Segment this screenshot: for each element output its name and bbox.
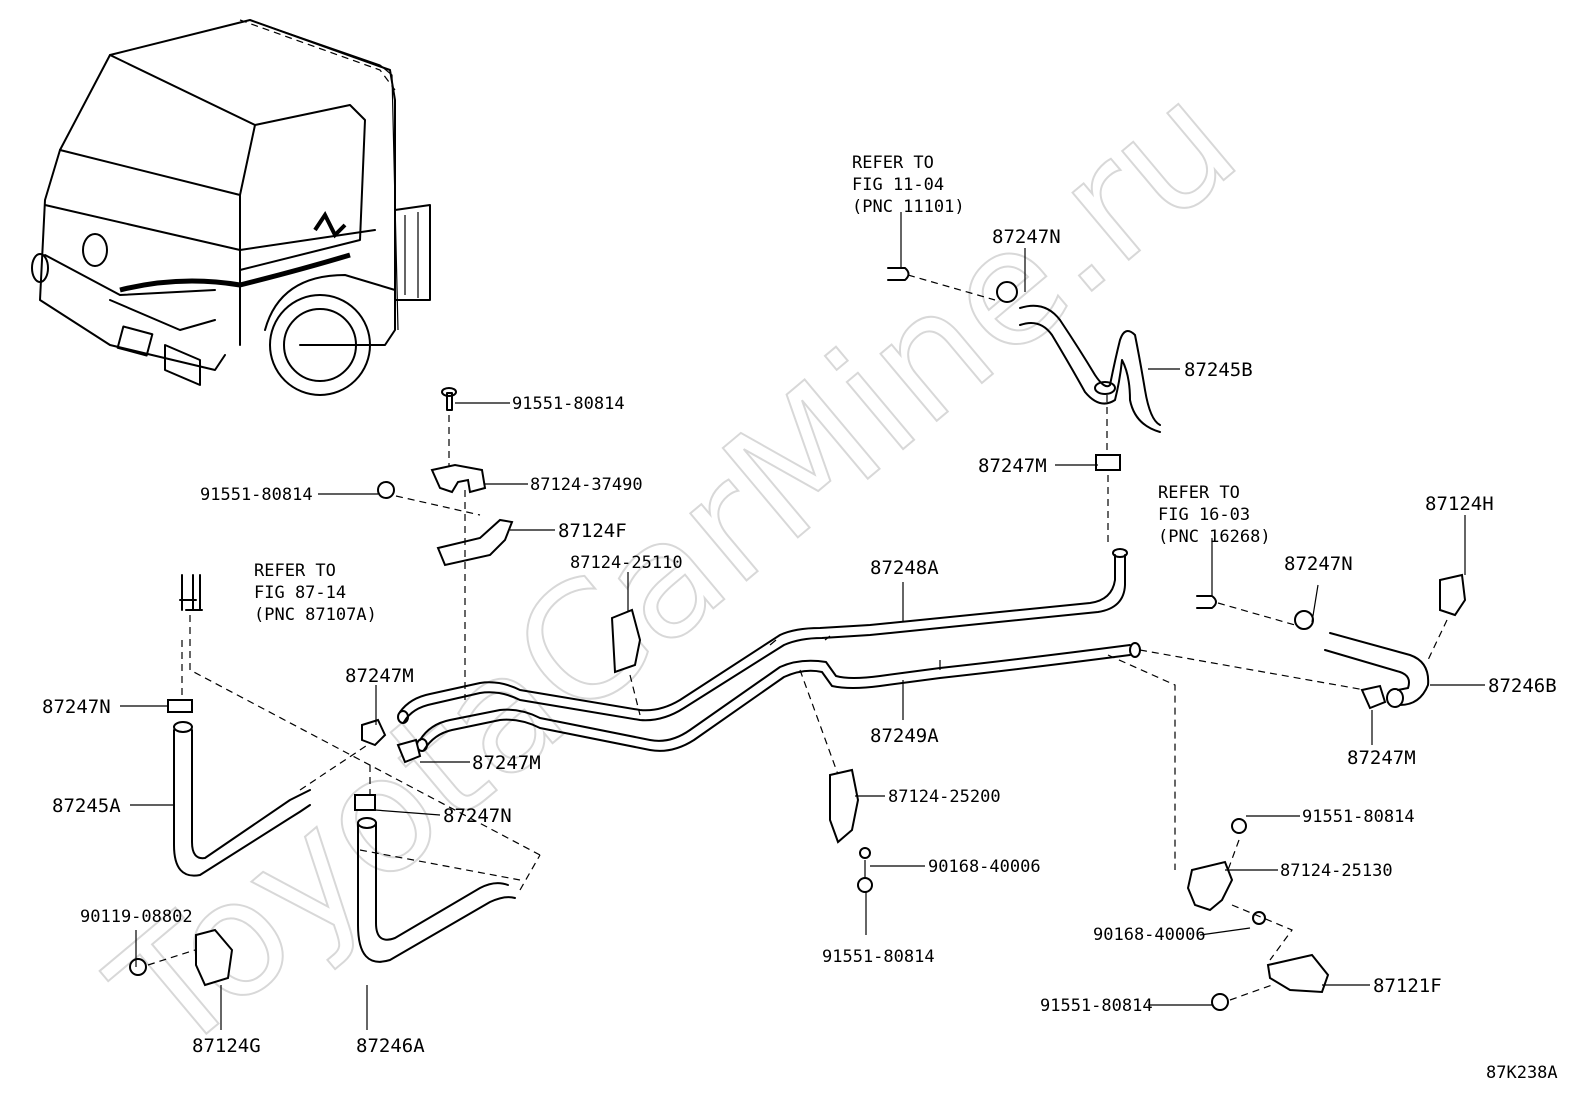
clip-87124-25110 xyxy=(610,608,642,716)
label-87247n-center: 87247N xyxy=(443,805,512,827)
label-87247n-top: 87247N xyxy=(992,226,1061,248)
pipes-87248a-87249a xyxy=(397,548,1141,752)
label-87124h: 87124H xyxy=(1425,493,1494,515)
refer-left-line2: FIG 87-14 xyxy=(254,583,346,603)
bracket-87124f-group xyxy=(377,387,514,700)
label-91551-mid: 91551-80814 xyxy=(822,947,935,967)
refer-right-line1: REFER TO xyxy=(1158,483,1240,503)
refer-left: REFER TO FIG 87-14 (PNC 87107A) xyxy=(254,561,377,625)
bracket-87124-25130-group xyxy=(1186,818,1330,1011)
label-91551-bottom: 91551-80814 xyxy=(1040,996,1153,1016)
label-87246a: 87246A xyxy=(356,1035,425,1057)
label-87247m-right: 87247M xyxy=(1347,747,1416,769)
refer-right-line2: FIG 16-03 xyxy=(1158,505,1250,525)
refer-left-line3: (PNC 87107A) xyxy=(254,605,377,625)
label-90168-right: 90168-40006 xyxy=(1093,925,1206,945)
label-87245b: 87245B xyxy=(1184,359,1253,381)
label-91551-left: 91551-80814 xyxy=(200,485,313,505)
label-87247m-mid: 87247M xyxy=(345,665,414,687)
hoses-87245a-87246a xyxy=(129,574,541,987)
label-91551-right: 91551-80814 xyxy=(1302,807,1415,827)
label-87124-37490: 87124-37490 xyxy=(530,475,643,495)
label-87248a: 87248A xyxy=(870,557,939,579)
label-90168-mid: 90168-40006 xyxy=(928,857,1041,877)
label-90119: 90119-08802 xyxy=(80,907,193,927)
label-87124g: 87124G xyxy=(192,1035,261,1057)
label-87249a: 87249A xyxy=(870,725,939,747)
label-87246b: 87246B xyxy=(1488,675,1557,697)
label-87124-25110: 87124-25110 xyxy=(570,553,683,573)
refer-right: REFER TO FIG 16-03 (PNC 16268) xyxy=(1158,483,1271,547)
refer-top: REFER TO FIG 11-04 (PNC 11101) xyxy=(852,153,965,217)
truck-cab-illustration xyxy=(31,19,431,396)
label-87247n-right: 87247N xyxy=(1284,553,1353,575)
label-87124-25200: 87124-25200 xyxy=(888,787,1001,807)
figure-code: 87K238A xyxy=(1486,1063,1558,1083)
hose-87246b xyxy=(1107,573,1467,870)
refer-left-line1: REFER TO xyxy=(254,561,336,581)
label-87121f: 87121F xyxy=(1373,975,1442,997)
label-87247n-left: 87247N xyxy=(42,696,111,718)
label-87245a: 87245A xyxy=(52,795,121,817)
label-87247m-center: 87247M xyxy=(472,752,541,774)
refer-top-line3: (PNC 11101) xyxy=(852,197,965,217)
label-87124-25130: 87124-25130 xyxy=(1280,861,1393,881)
refer-top-line1: REFER TO xyxy=(852,153,934,173)
refer-top-line2: FIG 11-04 xyxy=(852,175,944,195)
label-87247m-top: 87247M xyxy=(978,455,1047,477)
refer-right-line3: (PNC 16268) xyxy=(1158,527,1271,547)
bracket-87124-25200-group xyxy=(799,669,874,893)
label-87124f: 87124F xyxy=(558,520,627,542)
label-91551-top: 91551-80814 xyxy=(512,394,625,414)
leader-lines xyxy=(120,212,1485,1030)
